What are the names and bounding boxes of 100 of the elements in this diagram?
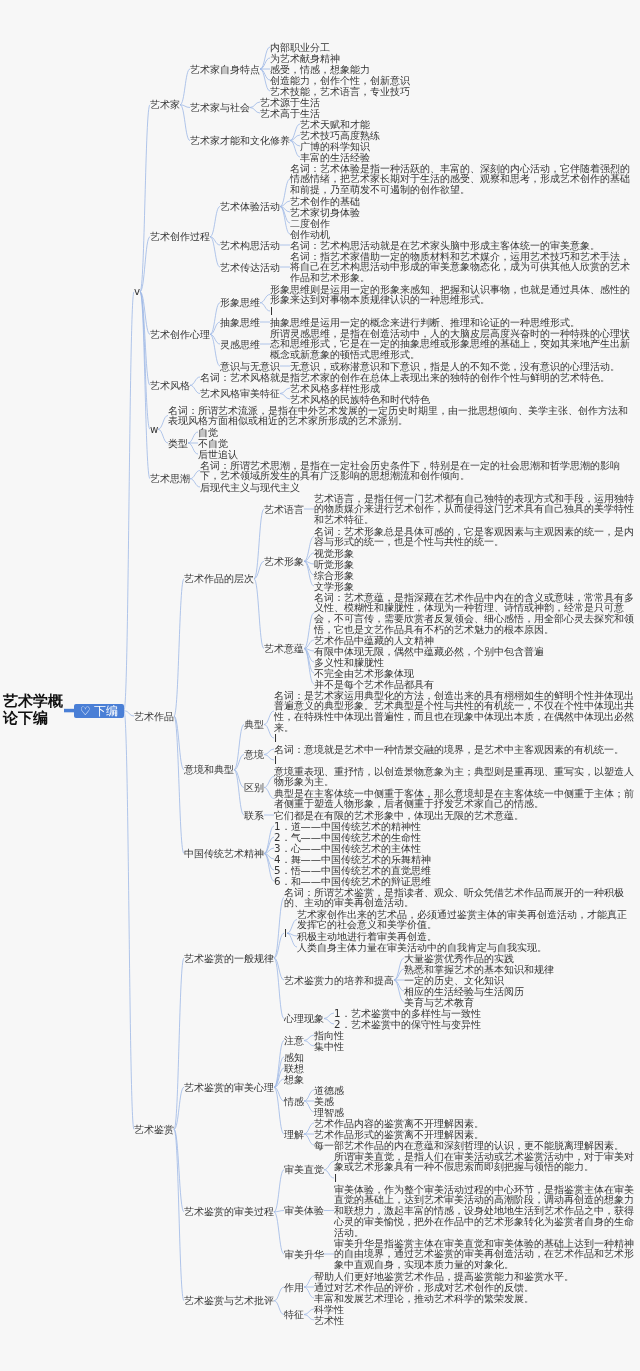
leaf-note: 4．舞——中国传统艺术的乐舞精神 [274,853,432,865]
leaf-note: 帮助人们更好地鉴赏艺术作品，提高鉴赏能力和鉴赏水平。 [314,1270,574,1282]
connector-line [209,321,221,335]
connector-line [393,968,405,981]
connector-line [259,302,271,312]
connector-line [303,639,315,649]
connector-line [323,1161,335,1171]
connector-line [303,560,315,587]
connector-line [173,578,185,717]
leaf-note: 内部职业分工 [270,41,330,53]
leaf-note: 后现代主义与现代主义 [200,481,300,493]
branch-topic: 艺术家与社会 [190,102,250,113]
leaf-note: 名词：艺术风格就是指艺术家的创作在总体上表现出来的独特的创作个性与鲜明的艺术特色。 [200,371,610,383]
connector-line [259,68,271,81]
leaf-note: 1．艺术鉴赏中的多样性与一致性 [334,1007,481,1019]
branch-topic: 艺术传达活动 [220,261,280,273]
connector-line [273,1086,285,1102]
branch-topic: v [134,286,141,298]
connector-line [189,478,201,488]
connector-line [157,415,169,430]
branch-topic: 艺术鉴赏的审美心理 [184,1081,274,1093]
connector-line [209,206,221,238]
connector-line [273,1078,285,1088]
leaf-note: 名词：所谓艺术鉴赏，是指读者、观众、听众凭借艺术作品而展开的一种积极的、主动的审美再创造活动。 [284,886,636,909]
connector-line [279,206,291,213]
connector-line [139,291,151,430]
connector-line [259,68,271,92]
connector-line [263,754,275,761]
connector-line [189,376,201,386]
connector-line [273,1169,285,1213]
branch-topic: 艺术鉴赏力的培养和提高 [284,974,394,986]
leaf-note: 美育与艺术教育 [404,996,474,1008]
connector-line [323,1012,335,1019]
branch-topic: 艺术创作心理 [150,328,210,340]
connector-line [173,715,185,771]
leaf-note: 自觉 [198,426,218,438]
connector-line [279,178,291,207]
connector-line [289,140,301,147]
connector-line [279,244,291,246]
leaf-note: 丰富的生活经验 [300,151,370,163]
branch-topic: 艺术家 [150,99,180,111]
connector-line [263,853,275,860]
connector-line [303,1040,315,1047]
connector-line [253,508,265,580]
branch-topic: 区别 [244,782,264,793]
leaf-note: I [270,305,274,317]
connector-line [173,957,185,1130]
connector-line [279,200,291,207]
leaf-note: 艺术技能，艺术语言，专业技巧 [270,85,410,97]
leaf-note: 多义性和朦胧性 [314,656,384,668]
leaf-note: 科学性 [314,1303,344,1315]
connector-line [233,724,245,771]
leaf-note: 艺术作品中蕴藏的人文精神 [314,634,434,646]
leaf-note: 艺术语言，是指任何一门艺术都有自己独特的表现方式和手段，运用独特的物质媒介来进行艺术创作，从而使得这门艺术具有自己独具的美学特性和艺术特征。 [314,492,636,526]
branch-topic: 审美体验 [284,1205,324,1216]
leaf-note: 相应的生活经验与生活阅历 [404,985,524,997]
connector-line [323,1018,335,1025]
leaf-note: 艺术源于生活 [260,96,320,108]
leaf-note: 想象 [284,1073,304,1085]
leaf-note: 通过对艺术作品的评价，形成对艺术创作的反馈。 [314,1281,534,1293]
connector-line [249,101,261,108]
branch-topic: 艺术风格 [150,379,190,391]
leaf-note: 审美升华是指鉴赏主体在审美直觉和审美体验的基础上达到一种精神的自由境界，通过艺术鉴赏的审美再创造活动，在艺术作品和艺术形象中直观自身，实现本质力量的对象化。 [334,1237,636,1271]
leaf-note: 审美体验，作为整个审美活动过程的中心环节，是指鉴赏主体在审美直觉的基础上，达到艺术审美活动的高潮阶段，调动再创造的想象力和联想力，激起丰富的情感，设身处地地生活到艺术作品之中，获得心灵的审美愉悦，把外在作品中的艺术形象转化为鉴赏者自身的生命活动。 [334,1183,636,1238]
leaf-note: 所谓审美直觉，是指人们在审美活动或艺术鉴赏活动中，对于审美对象或艺术形象具有一种不假思索而即刻把握与领悟的能力。 [334,1150,636,1173]
connector-line [303,648,315,674]
connector-line [393,979,405,1003]
branch-topic: 特征 [284,1309,304,1320]
branch-topic: 艺术语言 [264,503,304,515]
connector-line [273,957,285,1019]
connector-line [289,140,301,158]
branch-topic: 艺术鉴赏 [134,1123,174,1135]
topic-box: ♡ 下编 [74,703,125,719]
leaf-note: 艺术技巧高度熟练 [300,129,380,141]
connector-line [273,897,285,959]
connector-line [263,847,275,854]
leaf-note: 积极主动地进行着审美再创造。 [297,930,437,942]
leaf-note: 道德感 [314,1084,344,1096]
connector-line [393,957,405,981]
leaf-note: 创造能力，创作个性，创新意识 [270,74,410,86]
connector-line [303,536,315,562]
connector-line [286,932,298,948]
leaf-note: 名词：意境就是艺术中一种情景交融的境界，是艺术中主客观因素的有机统一。 [274,743,624,755]
leaf-note: 一定的历史、文化知识 [404,974,504,986]
leaf-note: 后世追认 [198,448,238,460]
connector-line [303,1286,315,1299]
connector-line [157,428,169,444]
connector-line [253,560,265,580]
leaf-note: 名词：所谓艺术流派，是指在中外艺术发展的一定历史时期里，由一批思想倾向、美学主张、创作方法和表现风格方面相似或相近的艺术家所形成的艺术派别。 [168,404,636,427]
leaf-note: 集中性 [314,1040,344,1052]
connector-line [209,236,221,246]
branch-topic: 艺术家自身特点 [190,63,260,75]
connector-line [279,206,291,235]
leaf-note: 二度创作 [290,217,330,229]
leaf-note: 典型是在主客体统一中侧重于客体，那么意境却是在主客体统一中侧重于主体；前者侧重于塑造人物形象，后者侧重于抒发艺术家自己的情感。 [274,787,636,810]
leaf-note: 人类自身主体力量在审美活动中的自我肯定与自我实现。 [297,941,547,953]
connector-line [279,365,291,367]
connector-line [279,393,291,400]
connector-line [179,104,191,108]
connector-line [323,1253,335,1255]
